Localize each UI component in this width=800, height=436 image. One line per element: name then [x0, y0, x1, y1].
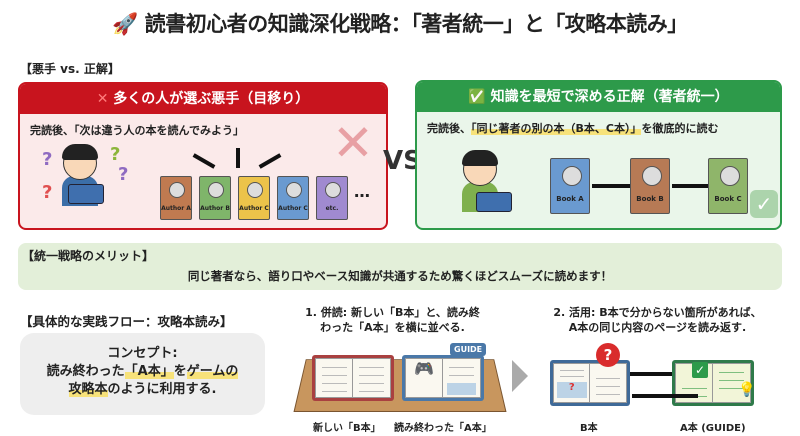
book-a: Book A	[550, 158, 590, 214]
merit-title: 【統一戦略のメリット】	[22, 249, 155, 263]
question-mark-icon: ?	[118, 164, 129, 185]
caption-b-book: B本	[580, 423, 598, 434]
open-book-b-illustration	[312, 355, 394, 401]
book-b-illustration: ?	[550, 360, 630, 406]
book-author-c: Author C	[238, 176, 270, 220]
arrow-icon	[236, 148, 240, 168]
merit-text: 同じ著者なら、語り口やベース知識が共通するため驚くほどスムーズに読めます！	[187, 269, 613, 283]
book-author-b: Author B	[199, 176, 231, 220]
check-icon: ✓	[692, 362, 708, 378]
book-author-c2: Author C	[277, 176, 309, 220]
more-ellipsis: …	[354, 182, 370, 201]
caption-a-guide: A本 (GUIDE)	[680, 423, 746, 434]
question-mark-icon: ?	[110, 144, 121, 165]
arrow-back-to-b-icon	[632, 394, 698, 398]
next-arrow-icon	[512, 360, 528, 392]
book-c: Book C	[708, 158, 748, 214]
guide-tag: GUIDE	[450, 343, 487, 356]
book-b: Book B	[630, 158, 670, 214]
question-mark-icon: ?	[42, 182, 53, 203]
check-icon: ✅	[468, 89, 486, 105]
arrow-icon	[192, 153, 216, 169]
book-etc: etc.	[316, 176, 348, 220]
concept-text-2: 攻略本のように利用する.	[68, 382, 217, 397]
comparison-label: 【悪手 vs. 正解】	[20, 62, 120, 76]
arrow-icon	[258, 153, 282, 169]
merit-banner: 【統一戦略のメリット】 同じ著者なら、語り口やベース知識が共通するため驚くほどス…	[18, 243, 782, 290]
big-cross-icon: ✕	[332, 114, 374, 172]
open-book-a-illustration: 🎮	[402, 355, 484, 401]
arrow-to-a-icon	[630, 372, 672, 376]
caption-finished-a-book: 読み終わった「A本」	[394, 423, 492, 434]
good-lead-text: 完読後、「同じ著者の別の本（B本、C本）」を徹底的に読む	[427, 122, 719, 135]
bad-approach-panel: ✕ 多くの人が選ぶ悪手（目移り） 完読後、「次は違う人の本を読んでみよう」 ? …	[18, 82, 388, 230]
lightbulb-icon: 💡	[738, 382, 756, 398]
question-mark-icon: ?	[42, 149, 53, 170]
step1-text: 1. 併読: 新しい「B本」と、読み終わった「A本」を横に並べる.	[305, 306, 480, 334]
bad-approach-header: ✕ 多くの人が選ぶ悪手（目移り）	[20, 84, 386, 114]
concept-text: 読み終わった「A本」をゲームの	[46, 364, 239, 379]
good-approach-panel: ✅ 知識を最短で深める正解（著者統一） 完読後、「同じ著者の別の本（B本、C本）…	[415, 80, 782, 230]
cross-icon: ✕	[96, 91, 109, 107]
good-header-text: 知識を最短で深める正解（著者統一）	[490, 89, 729, 105]
concept-label: コンセプト:	[107, 346, 178, 361]
question-bubble-icon: ?	[596, 343, 620, 367]
arrow-right-icon	[592, 184, 630, 188]
flow-title: 【具体的な実践フロー：攻略本読み】	[20, 314, 233, 329]
game-controller-icon: 🎮	[405, 358, 444, 398]
book-author-a: Author A	[160, 176, 192, 220]
concept-box: コンセプト: 読み終わった「A本」をゲームの 攻略本のように利用する.	[20, 333, 265, 415]
bad-header-text: 多くの人が選ぶ悪手（目移り）	[113, 91, 310, 107]
step2-text: 2. 活用: B本で分からない箇所があれば、A本の同じ内容のページを読み返す.	[553, 306, 762, 334]
page-title: 🚀 読書初心者の知識深化戦略：「著者統一」と「攻略本読み」	[112, 12, 688, 36]
arrow-right-icon	[672, 184, 708, 188]
bad-lead-text: 完読後、「次は違う人の本を読んでみよう」	[30, 124, 244, 137]
good-approach-header: ✅ 知識を最短で深める正解（著者統一）	[417, 82, 780, 112]
caption-new-b-book: 新しい「B本」	[313, 423, 381, 434]
big-check-icon: ✓	[750, 190, 778, 218]
